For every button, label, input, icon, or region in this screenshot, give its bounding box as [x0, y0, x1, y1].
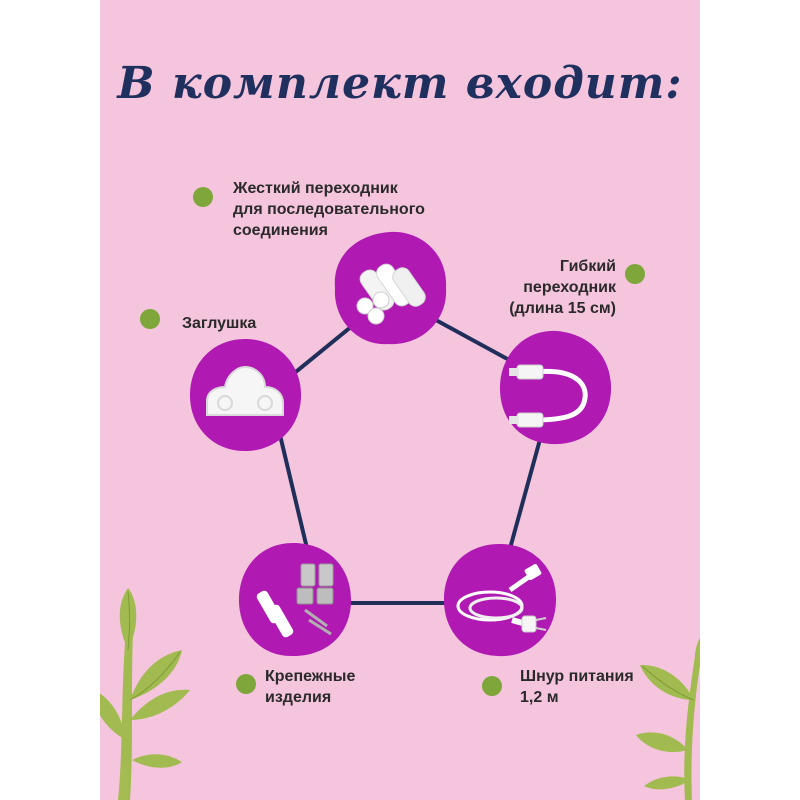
power-cord-label: Шнур питания 1,2 м [520, 666, 634, 708]
bullet-icon [482, 676, 502, 696]
fasteners-image [235, 540, 355, 660]
page-title: В комплект входит: [117, 58, 683, 109]
label-line: изделия [265, 689, 332, 706]
flexible-adapter-image [495, 328, 615, 448]
fasteners-icon [256, 563, 334, 638]
bullet-icon [236, 674, 256, 694]
end-cap-image [185, 335, 305, 455]
fasteners-label: Крепежные изделия [265, 666, 355, 708]
power-cord-image [440, 540, 560, 660]
label-line: Гибкий [559, 258, 616, 275]
bullet-icon [193, 187, 213, 207]
label-line: (длина 15 см) [509, 300, 616, 317]
label-line: 1,2 м [520, 689, 559, 706]
end-cap-label: Заглушка [182, 313, 256, 334]
end-cap-icon [206, 365, 284, 416]
label-line: переходник [523, 279, 616, 296]
label-line: соединения [233, 222, 328, 239]
power-cord-icon [456, 564, 547, 633]
bullet-icon [625, 264, 645, 284]
rigid-adapter-label: Жесткий переходник для последовательного с… [233, 178, 425, 241]
rigid-adapter-image [330, 228, 450, 348]
label-line: Крепежные [265, 668, 356, 685]
rigid-adapter-icon [356, 263, 426, 325]
label-line: для последовательного [233, 201, 425, 218]
label-line: Шнур питания [520, 668, 634, 685]
bullet-icon [140, 309, 160, 329]
label-line: Жесткий переходник [233, 180, 398, 197]
flexible-adapter-icon [509, 364, 588, 428]
flexible-adapter-label: Гибкий переходник (длина 15 см) [509, 256, 616, 319]
product-card: В комплект входит: [100, 0, 700, 800]
label-line: Заглушка [182, 315, 257, 332]
